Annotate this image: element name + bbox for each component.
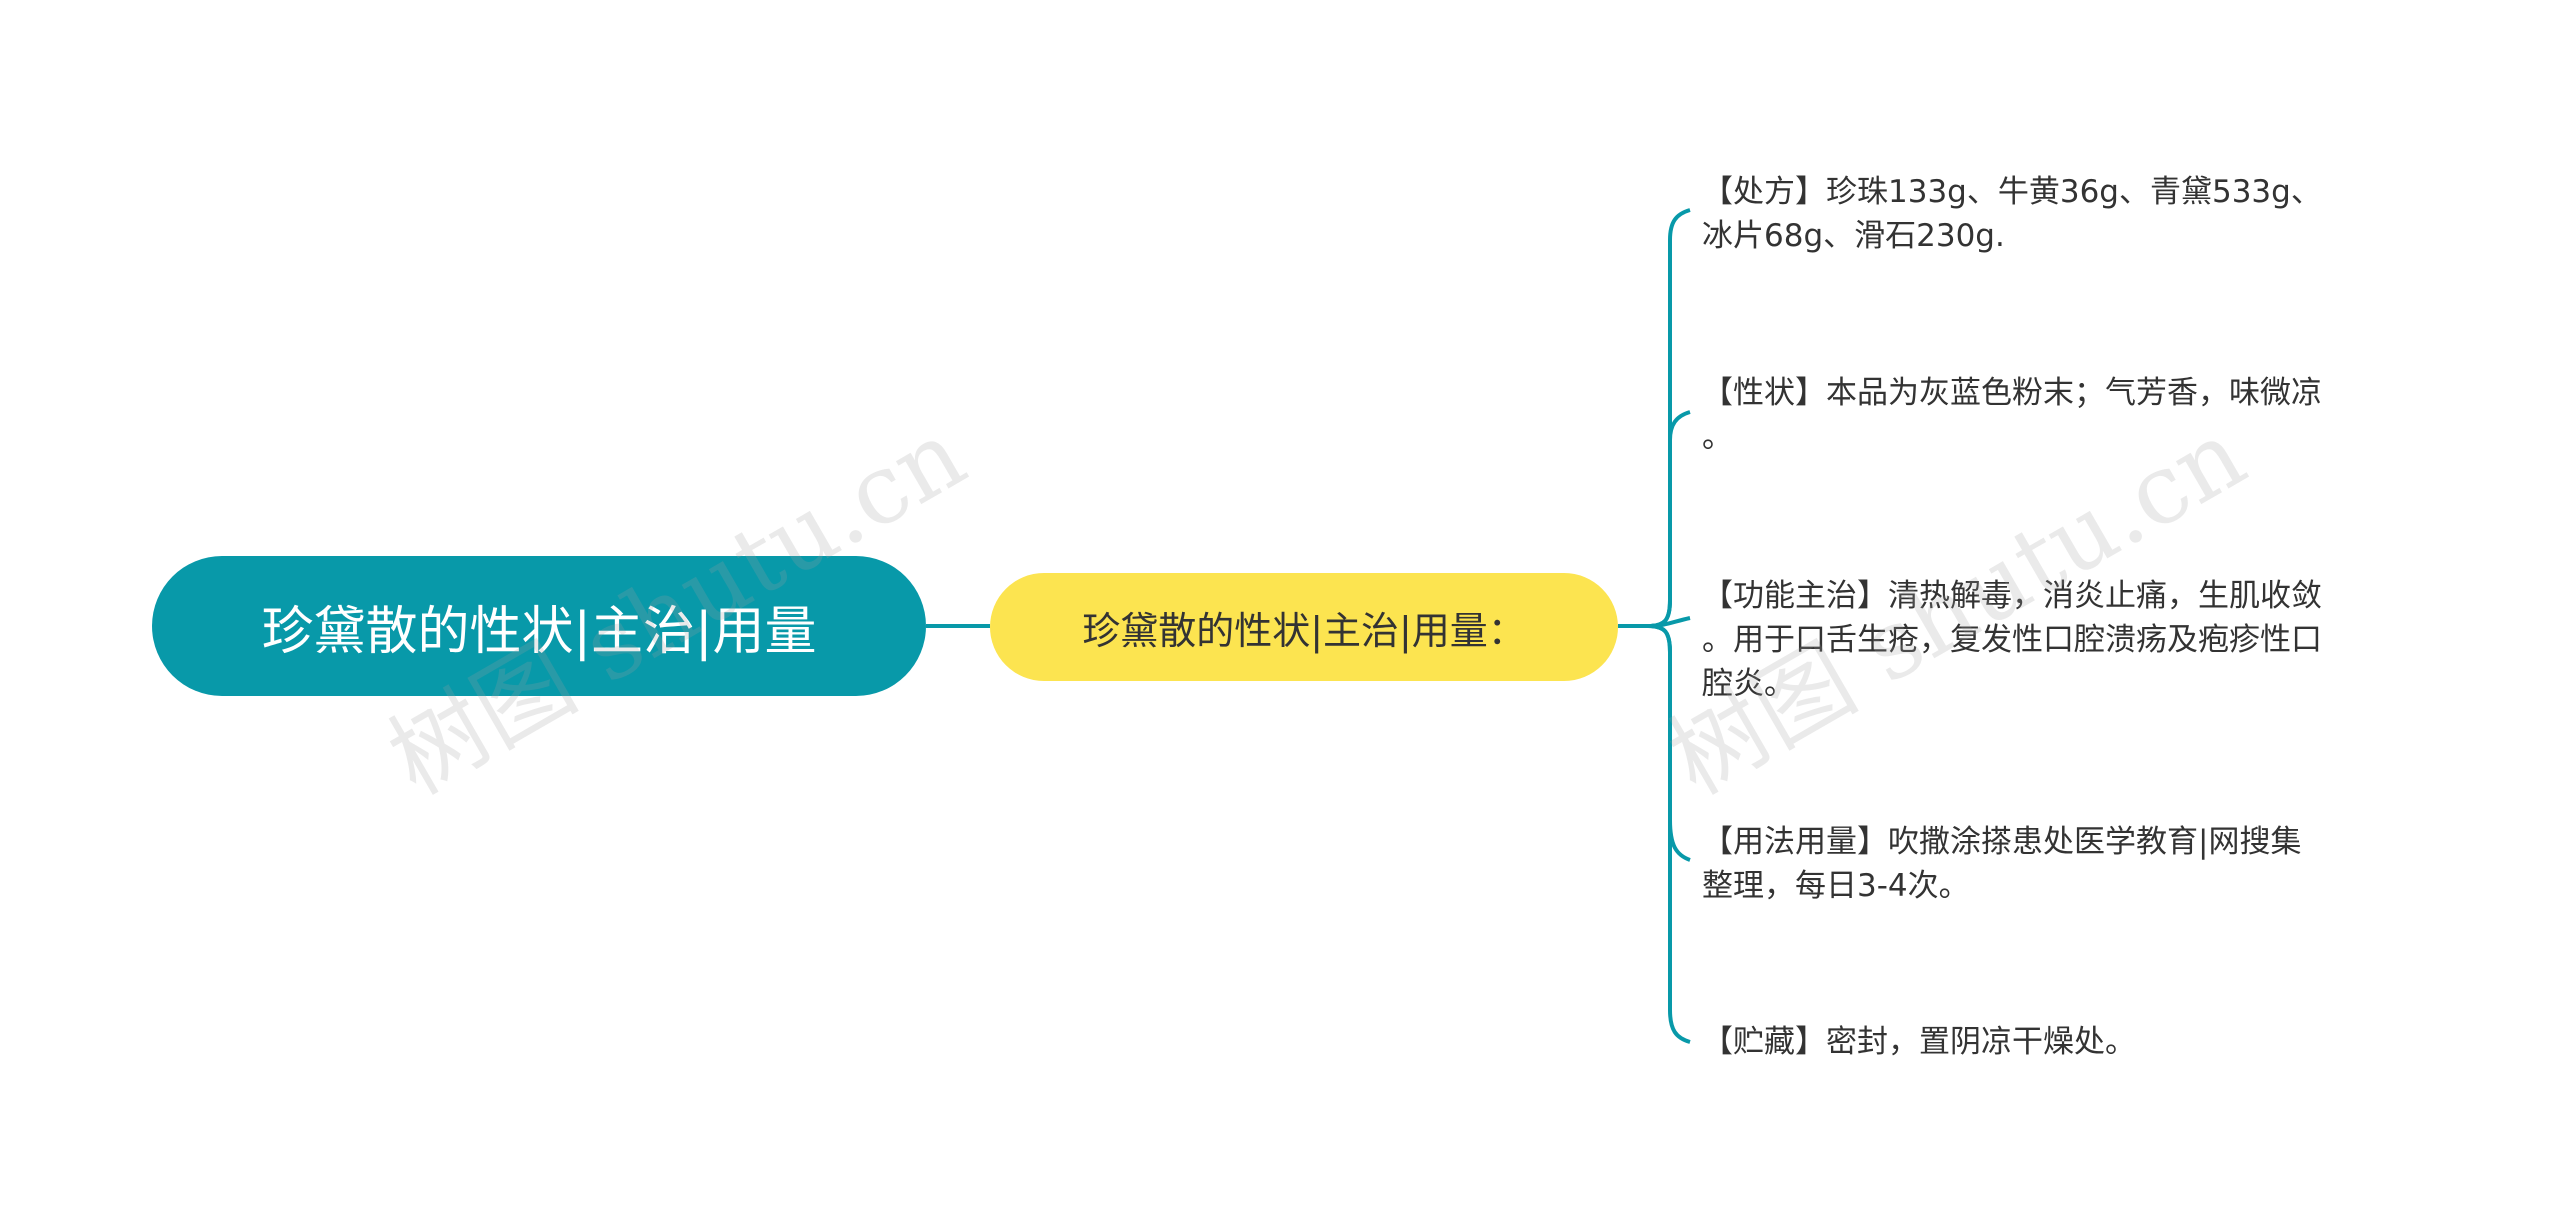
branch-topic-node[interactable]: 珍黛散的性状|主治|用量： — [990, 573, 1618, 681]
leaf-text-line: 冰片68g、滑石230g. — [1702, 218, 2005, 254]
leaf-text-line: 【功能主治】清热解毒，消炎止痛，生肌收敛 — [1702, 578, 2322, 614]
leaf-indications[interactable]: 【功能主治】清热解毒，消炎止痛，生肌收敛 。用于口舌生疮，复发性口腔溃疡及疱疹性… — [1702, 574, 2422, 706]
leaf-text-line: 【处方】珍珠133g、牛黄36g、青黛533g、 — [1702, 174, 2322, 210]
leaf-text-line: 整理，每日3-4次。 — [1702, 868, 1970, 904]
leaf-connector-2 — [1647, 410, 1691, 628]
leaf-storage[interactable]: 【贮藏】密封，置阴凉干燥处。 — [1702, 1020, 2422, 1064]
leaf-text-line: 【贮藏】密封，置阴凉干燥处。 — [1702, 1024, 2136, 1060]
leaf-connector-5 — [1647, 624, 1691, 1044]
leaf-prescription[interactable]: 【处方】珍珠133g、牛黄36g、青黛533g、 冰片68g、滑石230g. — [1702, 170, 2422, 258]
root-topic-node[interactable]: 珍黛散的性状|主治|用量 — [152, 556, 926, 696]
leaf-text-line: 【性状】本品为灰蓝色粉末；气芳香，味微凉 — [1702, 375, 2322, 411]
leaf-dosage[interactable]: 【用法用量】吹撒涂搽患处医学教育|网搜集 整理，每日3-4次。 — [1702, 820, 2422, 908]
leaf-properties[interactable]: 【性状】本品为灰蓝色粉末；气芳香，味微凉 。 — [1702, 371, 2422, 459]
leaf-text-line: 。用于口舌生疮，复发性口腔溃疡及疱疹性口 — [1702, 622, 2322, 658]
branch-topic-label: 珍黛散的性状|主治|用量： — [1082, 608, 1526, 653]
root-topic-label: 珍黛散的性状|主治|用量 — [261, 601, 817, 662]
leaf-text-line: 【用法用量】吹撒涂搽患处医学教育|网搜集 — [1702, 824, 2302, 860]
leaf-text-line: 。 — [1702, 419, 1733, 455]
leaf-text-line: 腔炎。 — [1702, 666, 1795, 702]
